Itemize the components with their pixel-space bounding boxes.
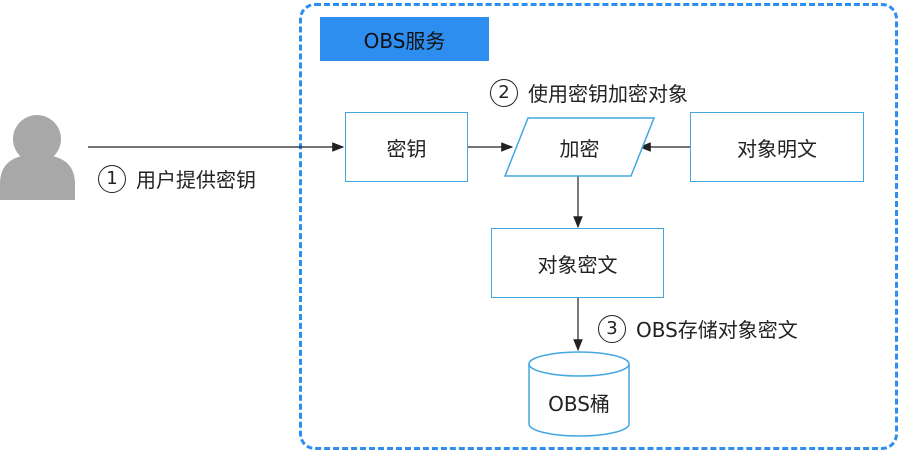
step-2-number: 2 bbox=[490, 78, 518, 107]
step-2-label: 2 使用密钥加密对象 bbox=[490, 78, 688, 107]
bucket-label: OBS桶 bbox=[548, 391, 610, 416]
obs-service-title: OBS服务 bbox=[320, 17, 489, 61]
encrypt-label: 加密 bbox=[559, 136, 600, 161]
obs-service-frame bbox=[299, 3, 898, 450]
user-icon bbox=[0, 115, 75, 200]
ciphertext-box: 对象密文 bbox=[491, 228, 664, 298]
encrypt-shape bbox=[503, 117, 656, 177]
bucket-shape bbox=[528, 351, 630, 437]
step-1-number: 1 bbox=[98, 164, 126, 193]
step-3-label: 3 OBS存储对象密文 bbox=[598, 314, 798, 343]
key-box: 密钥 bbox=[345, 112, 468, 182]
step-2-text: 使用密钥加密对象 bbox=[528, 82, 688, 106]
step-1-label: 1 用户提供密钥 bbox=[98, 164, 256, 193]
step-3-text: OBS存储对象密文 bbox=[636, 318, 798, 342]
step-1-text: 用户提供密钥 bbox=[136, 168, 256, 192]
plaintext-box: 对象明文 bbox=[690, 112, 864, 182]
step-3-number: 3 bbox=[598, 314, 626, 343]
